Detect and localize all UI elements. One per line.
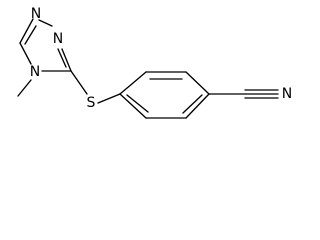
bond-benzene-6	[119, 93, 147, 119]
atom-label-sulfur: S	[87, 95, 96, 111]
molecule-diagram: N N N S N	[17, 6, 293, 119]
atom-label-triazole-n4: N	[30, 64, 40, 80]
bond-benzene-3	[185, 71, 210, 95]
bond-n2-n1	[38, 19, 53, 27]
bond-benzene-4	[185, 93, 210, 119]
bond-n1-c5	[19, 18, 34, 44]
bond-benzene-double-3	[126, 94, 149, 113]
bond-n1-c5-double	[24, 25, 37, 45]
structure-svg: N N N S N	[17, 6, 292, 119]
bond-c3-n2	[61, 48, 72, 72]
bond-c3-s	[70, 70, 88, 95]
atom-label-triazole-n2: N	[53, 31, 63, 47]
atom-label-nitrile-n: N	[282, 86, 292, 102]
bond-c3-n2-double	[57, 48, 67, 68]
bond-n4-methyl	[17, 79, 32, 97]
bond-benzene-double-2	[182, 94, 203, 114]
atom-label-triazole-n1: N	[31, 6, 41, 22]
bond-c5-n4	[19, 42, 32, 65]
bond-s-benzene	[97, 93, 121, 104]
bond-benzene-1	[119, 71, 147, 95]
